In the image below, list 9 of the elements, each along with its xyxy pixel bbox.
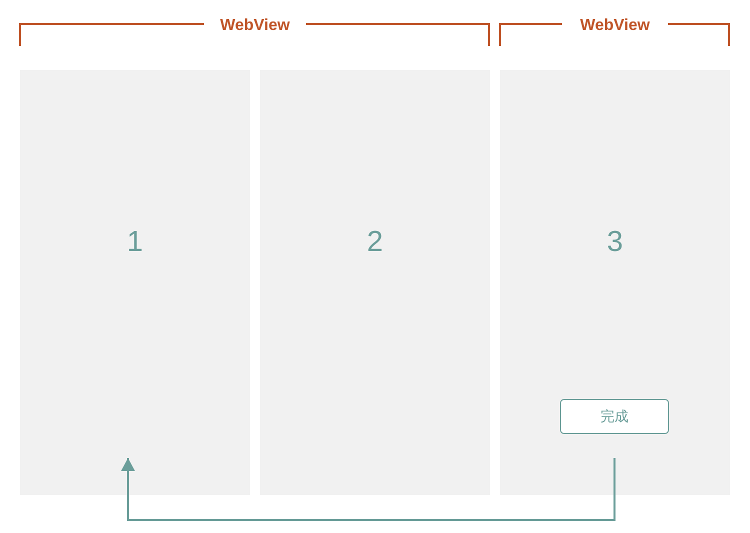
page-number: 3: [606, 225, 624, 259]
screen-panel: [500, 70, 730, 495]
screen-panel: [20, 70, 250, 495]
bracket-label: WebView: [580, 16, 650, 36]
page-number: 1: [126, 225, 144, 259]
action-button: 完成: [560, 399, 669, 434]
bracket-label: WebView: [220, 16, 290, 36]
connector-arrow: [121, 458, 616, 521]
page-number: 2: [366, 225, 384, 259]
